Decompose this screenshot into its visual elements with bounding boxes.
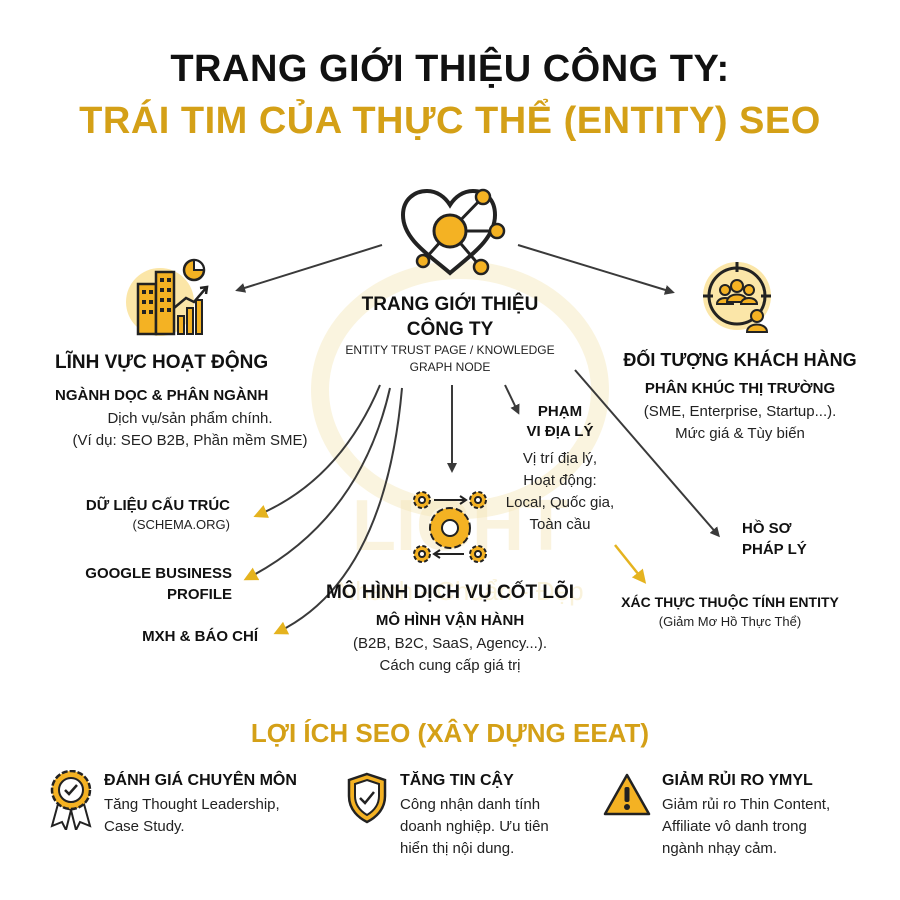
right-node-description: (SME, Enterprise, Startup...). Mức giá &… — [643, 403, 837, 442]
right-node-heading: ĐỐI TƯỢNG KHÁCH HÀNG — [623, 350, 857, 370]
center-node-title: TRANG GIỚI THIỆU CÔNG TY — [361, 294, 539, 340]
list-item-social-press: MXH & BÁO CHÍ — [142, 628, 258, 645]
left-node-description: Dịch vụ/sản phẩm chính. (Ví dụ: SEO B2B,… — [72, 410, 308, 449]
watermark-slogan: Nhanh - Chuẩn - Đẹp — [336, 576, 583, 606]
benefits-title: LỢI ÍCH SEO (XÂY DỰNG EEAT) — [250, 718, 650, 748]
service-description: (B2B, B2C, SaaS, Agency...). Cách cung c… — [353, 635, 547, 674]
left-node-heading: LĨNH VỰC HOẠT ĐỘNG — [55, 352, 269, 373]
target-audience-icon — [703, 262, 771, 333]
arrow-to-verify — [614, 544, 647, 584]
geo-heading: PHẠM VI ĐỊA LÝ — [526, 403, 594, 440]
gears-process-icon — [413, 491, 487, 563]
verify-subheading: (Giảm Mơ Hồ Thực Thể) — [658, 614, 802, 629]
heart-network-icon — [400, 188, 506, 276]
benefit-ymyl-risk: GIẢM RỦI RO YMYL Giảm rủi ro Thin Conten… — [662, 772, 831, 857]
verify-heading: XÁC THỰC THUỘC TÍNH ENTITY — [621, 594, 839, 610]
page-title-line2: TRÁI TIM CỦA THỰC THỂ (ENTITY) SEO — [79, 100, 821, 142]
legal-docs-label: HỒ SƠ PHÁP LÝ — [742, 520, 807, 558]
list-item-structured-data: DỮ LIỆU CẤU TRÚC (SCHEMA.ORG) — [85, 497, 230, 532]
shield-check-icon — [347, 772, 387, 824]
arrow-to-right-node — [517, 244, 675, 295]
arrow-to-gbp — [243, 387, 391, 581]
warning-icon — [603, 773, 651, 816]
page-title-line1: TRANG GIỚI THIỆU CÔNG TY: — [170, 48, 730, 90]
list-item-google-business-profile: GOOGLE BUSINESS PROFILE — [85, 565, 232, 603]
center-node-subtitle: ENTITY TRUST PAGE / KNOWLEDGE GRAPH NODE — [345, 343, 555, 374]
arrow-to-left-node — [235, 244, 383, 293]
arrow-to-legal — [574, 369, 720, 538]
benefit-expertise: ĐÁNH GIÁ CHUYÊN MÔN Tăng Thought Leaders… — [104, 772, 297, 835]
buildings-growth-chart-icon — [126, 258, 209, 336]
service-subheading: MÔ HÌNH VẬN HÀNH — [375, 612, 525, 629]
geo-description: Vị trí địa lý, Hoạt động: Local, Quốc gi… — [505, 450, 615, 533]
award-badge-icon — [50, 770, 92, 830]
benefit-trust: TĂNG TIN CẬY Công nhận danh tính doanh n… — [400, 772, 549, 857]
service-heading: MÔ HÌNH DỊCH VỤ CỐT LÕI — [325, 582, 575, 603]
arrow-to-social — [273, 387, 403, 635]
left-node-subheading: NGÀNH DỌC & PHÂN NGÀNH — [55, 387, 269, 404]
right-node-subheading: PHÂN KHÚC THỊ TRƯỜNG — [644, 380, 836, 397]
arrow-to-geo — [504, 384, 520, 415]
arrow-to-schema — [253, 384, 381, 518]
